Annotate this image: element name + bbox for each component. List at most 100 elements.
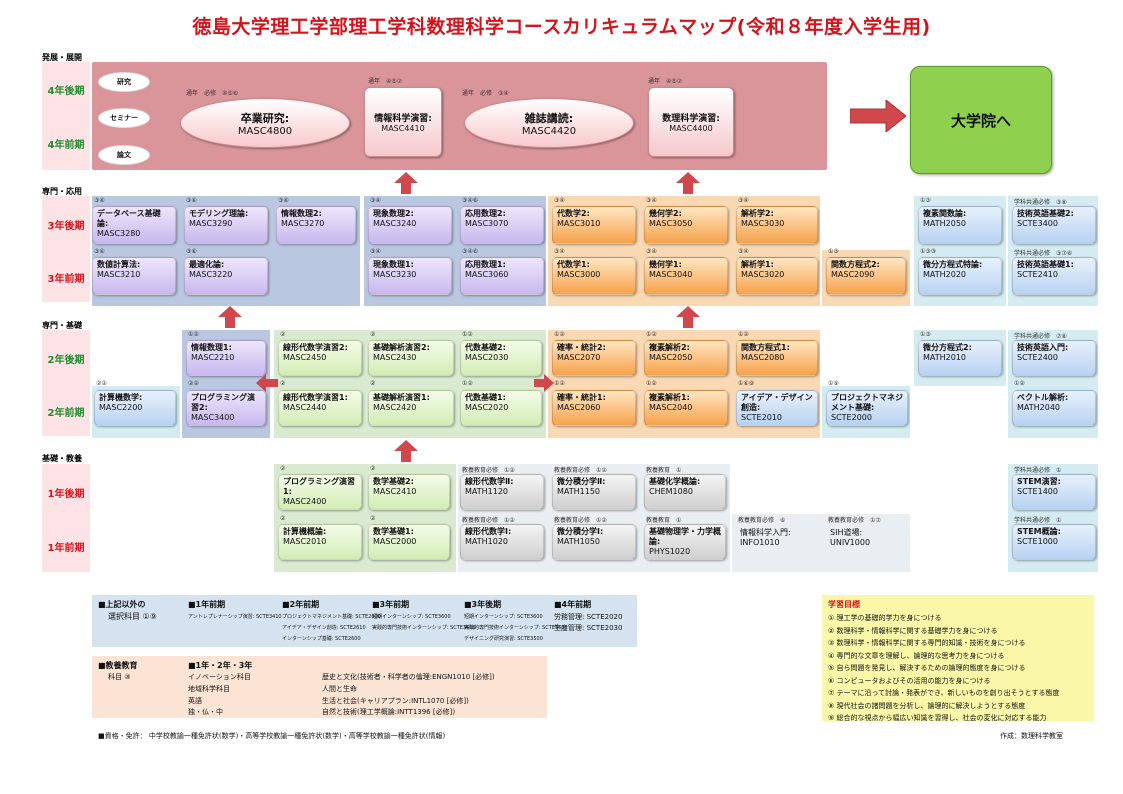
course-complex-functions[interactable]: 複素関数論:MATH2050 [918, 206, 1002, 244]
course-code: MASC2050 [649, 353, 693, 362]
course-math-basic-1[interactable]: 数学基礎1:MASC2000 [368, 524, 450, 560]
course-name: 確率・統計2: [557, 343, 606, 352]
journal-reading-node[interactable]: 雑誌講読: MASC4420 [464, 98, 634, 148]
course-applied-math-2[interactable]: 応用数理2:MASC3070 [460, 206, 544, 244]
course-linear-algebra-2[interactable]: 線形代数学Ⅱ:MATH1120 [460, 474, 544, 510]
course-project-management[interactable]: プロジェクトマネジメント基礎:SCTE2000 [826, 390, 908, 426]
course-phenomena-2[interactable]: 現象数理2:MASC3240 [368, 206, 452, 244]
course-info-math-2[interactable]: 情報数理2:MASC3270 [276, 206, 356, 244]
journal-reading-name: 雑誌講読: [524, 111, 574, 125]
course-tag: ③④ [646, 248, 657, 255]
course-linear-exercise-2[interactable]: 線形代数学演習2:MASC2450 [278, 340, 362, 376]
course-code: MATH1150 [557, 487, 601, 496]
course-code: MASC3050 [649, 219, 693, 228]
course-basic-analysis-exercise-1[interactable]: 基礎解析演習1:MASC2420 [368, 390, 454, 426]
course-tag: ①② [1014, 380, 1025, 387]
course-algebra-basic-1[interactable]: 代数基礎1:MASC2020 [460, 390, 542, 426]
course-analysis-1[interactable]: 解析学1:MASC3020 [736, 257, 818, 295]
course-name: 情報数理1: [191, 343, 232, 352]
course-prob-stat-2[interactable]: 確率・統計2:MASC2070 [552, 340, 636, 376]
course-phenomena-1[interactable]: 現象数理1:MASC3230 [368, 257, 452, 295]
electives-y4-early: ■4年前期 [554, 600, 592, 609]
course-code: MASC3280 [97, 229, 141, 238]
course-tag: 教養教育必修 ①② [462, 517, 515, 524]
course-analysis-2[interactable]: 解析学2:MASC3030 [736, 206, 818, 244]
graduate-school-node[interactable]: 大学院へ [910, 66, 1052, 174]
course-funceq-1[interactable]: 関数方程式1:MASC2080 [736, 340, 818, 376]
course-prob-stat-1[interactable]: 確率・統計1:MASC2060 [552, 390, 636, 426]
goal-item: ① 理工学の基礎的学力を身につける [828, 614, 942, 622]
liberal-society: 生活と社会(キャリアプラン:INTL1070 [必修]) [322, 697, 469, 705]
course-basic-chemistry[interactable]: 基礎化学概論:CHEM1080 [644, 474, 726, 510]
sotsu-tag: 通年 必修 ④⑤⑥ [186, 90, 239, 97]
course-complex-analysis-1[interactable]: 複素解析1:MASC2040 [644, 390, 728, 426]
course-calculus-1[interactable]: 微分積分学Ⅰ:MATH1050 [552, 524, 636, 560]
electives-box: ■上記以外の 選択科目 ①⑨ ■1年前期 アントレプレナーシップ演習: SCTE… [92, 595, 637, 647]
course-database[interactable]: データベース基礎論:MASC3280 [92, 206, 176, 244]
course-tag: ② [370, 515, 376, 522]
course-name: 幾何学2: [649, 209, 682, 218]
course-basic-physics[interactable]: 基礎物理学・力学概論:PHYS1020 [644, 524, 726, 560]
course-info-math-1[interactable]: 情報数理1:MASC2210 [186, 340, 266, 376]
course-code: MATH2040 [1017, 403, 1061, 412]
electives-y2-course-b: アイデア・デザイン創造: SCTE2610 [282, 625, 366, 631]
graduation-research-node[interactable]: 卒業研究: MASC4800 [180, 98, 350, 148]
course-name: 代数基礎2: [465, 343, 506, 352]
electives-y2-course-c: インターンシップ基礎: SCTE2600 [282, 636, 361, 642]
course-tech-english-intro[interactable]: 技術英語入門:SCTE2400 [1012, 340, 1096, 376]
course-linear-algebra-1[interactable]: 線形代数学Ⅰ:MATH1020 [460, 524, 544, 560]
info-science-exercise-node[interactable]: 情報科学演習: MASC4410 [364, 87, 442, 157]
course-computer-intro[interactable]: 計算機概論:MASC2010 [278, 524, 362, 560]
license-note: ■資格・免許： 中学校教諭一種免許状(数学)・高等学校教諭一種免許状(数学)・高… [98, 732, 446, 740]
course-funceq-2[interactable]: 関数方程式2:MASC2090 [826, 257, 906, 295]
course-tag: ③④ [370, 248, 381, 255]
course-code: MASC3230 [373, 270, 417, 279]
course-tech-english-1[interactable]: 技術英語基礎1:SCTE2410 [1012, 257, 1096, 295]
journal-reading-code: MASC4420 [521, 125, 577, 137]
course-diffeq-advanced[interactable]: 微分方程式特論:MATH2020 [918, 257, 1002, 295]
course-programming-exercise-1[interactable]: プログラミング演習1:MASC2400 [278, 474, 362, 510]
course-idea-design[interactable]: アイデア・デザイン創造:SCTE2010 [736, 390, 818, 426]
math-science-exercise-node[interactable]: 数理科学演習: MASC4400 [648, 87, 734, 157]
course-programming-exercise-2[interactable]: プログラミング演習2:MASC3400 [186, 390, 266, 426]
course-diffeq-2[interactable]: 微分方程式2:MATH2010 [918, 340, 1002, 376]
up-arrow-icon [394, 440, 418, 462]
course-math-basic-2[interactable]: 数学基礎2:MASC2410 [368, 474, 450, 510]
y1-info-column-bg [732, 514, 910, 572]
course-algebra-1[interactable]: 代数学1:MASC3000 [552, 257, 636, 295]
course-vector-analysis[interactable]: ベクトル解析:MATH2040 [1012, 390, 1096, 426]
course-optimization[interactable]: 最適化論:MASC3220 [184, 257, 268, 295]
course-tag: ①③ [920, 197, 931, 204]
course-algebra-basic-2[interactable]: 代数基礎2:MASC2030 [460, 340, 542, 376]
course-linear-exercise-1[interactable]: 線形代数学演習1:MASC2440 [278, 390, 362, 426]
course-stem-intro[interactable]: STEM概論:SCTE1000 [1012, 524, 1096, 560]
course-calculus-2[interactable]: 微分積分学Ⅱ:MATH1150 [552, 474, 636, 510]
band-label-specialized-basic: 専門・基礎 [42, 321, 82, 330]
course-name: STEM概論: [1017, 527, 1061, 536]
course-geometry-1[interactable]: 幾何学1:MASC3040 [644, 257, 728, 295]
course-stem-exercise[interactable]: STEM演習:SCTE1400 [1012, 474, 1096, 510]
course-tag: ② [280, 515, 286, 522]
course-numerical[interactable]: 数値計算法:MASC3210 [92, 257, 176, 295]
course-name: 線形代数学演習1: [283, 393, 348, 402]
course-sih-dojo[interactable]: SIH道場:UNIV1000 [826, 526, 908, 560]
course-name: 技術英語入門: [1017, 343, 1069, 352]
course-code: MATH2010 [923, 353, 967, 362]
course-algebra-2[interactable]: 代数学2:MASC3010 [552, 206, 636, 244]
course-modeling[interactable]: モデリング理論:MASC3290 [184, 206, 268, 244]
course-info-science-intro[interactable]: 情報科学入門:INFO1010 [736, 526, 818, 560]
liberal-heading: ■教養教育 [98, 661, 138, 670]
right-arrow-icon [534, 374, 554, 392]
course-code: MASC3290 [189, 219, 233, 228]
electives-y1-early: ■1年前期 [188, 600, 226, 609]
course-name: データベース基礎論: [97, 209, 161, 228]
course-code: SCTE3400 [1017, 219, 1058, 228]
course-computer-math[interactable]: 計算機数学:MASC2200 [94, 390, 176, 426]
course-basic-analysis-exercise-2[interactable]: 基礎解析演習2:MASC2430 [368, 340, 454, 376]
course-tech-english-2[interactable]: 技術英語基礎2:SCTE3400 [1012, 206, 1096, 244]
seminar-oval: セミナー [98, 108, 150, 128]
course-tag: ①② [188, 331, 199, 338]
course-geometry-2[interactable]: 幾何学2:MASC3050 [644, 206, 728, 244]
course-complex-analysis-2[interactable]: 複素解析2:MASC2050 [644, 340, 728, 376]
course-applied-math-1[interactable]: 応用数理1:MASC3060 [460, 257, 544, 295]
